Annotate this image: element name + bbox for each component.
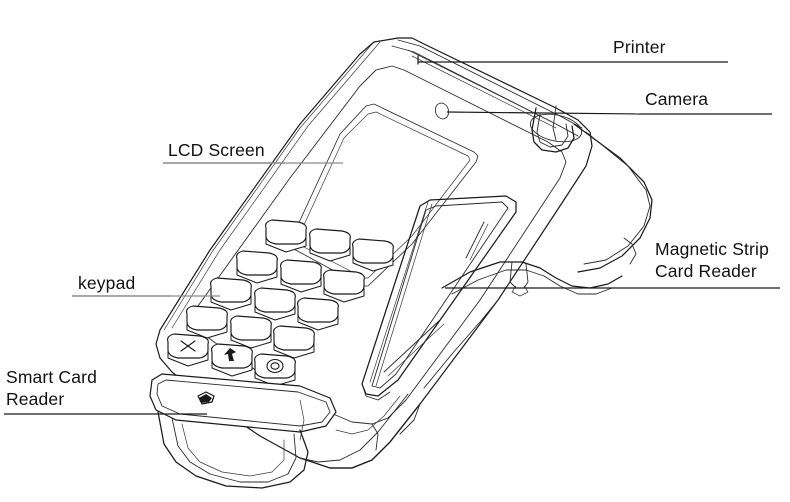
key[interactable] — [273, 325, 315, 359]
function-key-clear[interactable] — [211, 343, 253, 377]
key[interactable] — [297, 297, 339, 331]
left-edge-highlight-2 — [171, 41, 381, 329]
function-key-enter[interactable] — [254, 353, 296, 387]
function-keys-row — [167, 333, 296, 387]
function-key-cancel[interactable] — [167, 333, 209, 367]
callout-line: Card Reader — [655, 261, 757, 281]
key[interactable] — [309, 228, 351, 262]
callout-label-keypad: keypad — [78, 272, 135, 294]
magnetic-strip-channel — [361, 195, 517, 397]
camera-lens — [434, 102, 450, 120]
right-lower-silhouette — [423, 299, 499, 389]
callout-line: Magnetic Strip — [655, 239, 769, 259]
key[interactable] — [230, 315, 272, 349]
leader-camera — [446, 111, 640, 115]
key[interactable] — [186, 305, 228, 339]
callout-label-lcd-screen: LCD Screen — [168, 139, 265, 161]
callout-label-magnetic-strip-card-reader: Magnetic Strip Card Reader — [655, 238, 769, 282]
keypad-row-3 — [210, 277, 339, 331]
x-cross-icon — [180, 340, 196, 352]
magnetic-reader-arm — [441, 123, 653, 297]
callout-line: Camera — [645, 89, 709, 109]
key[interactable] — [265, 219, 307, 253]
callout-leaders — [4, 61, 780, 415]
body-lower-wall — [299, 393, 421, 469]
callout-line: keypad — [78, 273, 136, 293]
key[interactable] — [323, 269, 365, 303]
callout-line: Reader — [6, 389, 65, 409]
callout-line: Printer — [613, 37, 666, 57]
callout-label-printer: Printer — [613, 36, 666, 58]
keypad-row-1 — [265, 219, 394, 272]
key[interactable] — [236, 250, 278, 284]
device-body — [149, 37, 653, 489]
smart-card-reader — [149, 373, 337, 489]
left-edge-highlight — [163, 43, 373, 331]
keypad-row-2 — [236, 250, 365, 303]
keypad-row-4 — [186, 305, 315, 359]
channel-base-rail — [361, 383, 391, 401]
top-bevel-edge — [397, 39, 583, 129]
callout-label-smart-card-reader: Smart Card Reader — [6, 366, 97, 410]
callout-line: Smart Card — [6, 367, 97, 387]
key[interactable] — [352, 238, 394, 272]
key[interactable] — [254, 287, 296, 321]
printer-roller-recess — [529, 105, 583, 153]
back-arrow-icon — [224, 348, 236, 361]
key[interactable] — [210, 277, 252, 311]
key[interactable] — [280, 259, 322, 293]
callout-line: LCD Screen — [168, 140, 265, 160]
circle-dot-icon — [266, 358, 284, 374]
keypad — [167, 219, 394, 387]
front-bezel — [191, 65, 567, 425]
callout-label-camera: Camera — [645, 88, 708, 110]
